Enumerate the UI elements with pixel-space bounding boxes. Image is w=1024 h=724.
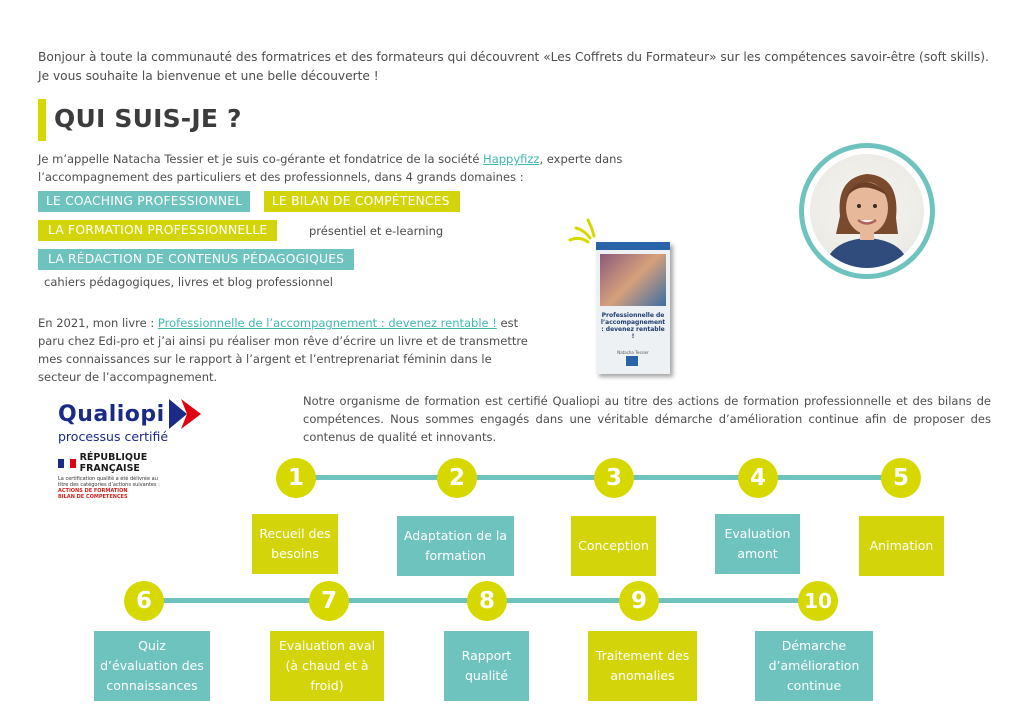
portrait-inner [810, 154, 924, 268]
portrait-photo [799, 143, 935, 279]
book-author: Natacha Tessier [617, 350, 649, 355]
qualiopi-subtitle: processus certifié [58, 429, 169, 444]
book-paragraph: En 2021, mon livre : Professionnelle de … [38, 314, 538, 386]
step-9-circle: 9 [619, 581, 659, 621]
publisher-logo-icon [626, 356, 638, 366]
step-6-circle: 6 [124, 581, 164, 621]
step-6-box: Quiz d’évaluation des connaissances [94, 631, 210, 701]
step-7-box: Evaluation aval (à chaud et à froid) [270, 631, 384, 701]
step-10-box: Démarche d’amélioration continue [755, 631, 873, 701]
step-4-box: Evaluation amont [715, 514, 800, 574]
redaction-note: cahiers pédagogiques, livres et blog pro… [44, 275, 333, 289]
qualiopi-small-text: La certification qualité a été délivrée … [58, 476, 160, 488]
book-top-band [596, 242, 670, 250]
certification-text: Notre organisme de formation est certifi… [303, 394, 991, 444]
marianne-flag-icon [58, 458, 76, 468]
tag-redaction: LA RÉDACTION DE CONTENUS PÉDAGOGIQUES [38, 249, 355, 270]
step-5-circle: 5 [881, 458, 921, 498]
step-2-circle: 2 [437, 458, 477, 498]
tag-formation: LA FORMATION PROFESSIONNELLE [38, 220, 278, 241]
step-8-box: Rapport qualité [444, 631, 529, 701]
step-3-box: Conception [571, 516, 656, 576]
book-text-before: En 2021, mon livre : [38, 316, 158, 330]
book-cover-image [600, 254, 666, 306]
qualiopi-chevron-icon [168, 399, 201, 429]
step-3-circle: 3 [594, 458, 634, 498]
qualiopi-word: Qualiopi [58, 401, 165, 427]
step-10-circle: 10 [798, 581, 838, 621]
tag-bilan: LE BILAN DE COMPÉTENCES [264, 191, 460, 212]
book-title: Professionnelle de l’accompagnement : de… [600, 312, 666, 340]
portrait-figure-icon [824, 174, 910, 268]
bio-text-after: , experte dans l’accompagnement des part… [38, 152, 623, 184]
formation-note: présentiel et e-learning [309, 224, 444, 238]
step-1-circle: 1 [276, 458, 316, 498]
book-cover: Professionnelle de l’accompagnement : de… [596, 242, 670, 374]
book-text-after: est paru chez Edi-pro et j’ai ainsi pu r… [38, 316, 528, 384]
step-5-box: Animation [859, 516, 944, 576]
step-9-box: Traitement des anomalies [588, 631, 697, 701]
republique-text: RÉPUBLIQUE FRANÇAISE [79, 452, 148, 474]
bio-text-before: Je m’appelle Natacha Tessier et je suis … [38, 152, 484, 166]
qualiopi-action2: BILAN DE COMPETENCES [58, 494, 128, 500]
step-8-circle: 8 [467, 581, 507, 621]
happyfizz-link[interactable]: Happyfizz [483, 152, 540, 166]
heading-accent-bar [38, 99, 46, 141]
step-1-box: Recueil des besoins [252, 514, 338, 574]
step-4-circle: 4 [738, 458, 778, 498]
tag-coaching: LE COACHING PROFESSIONNEL [38, 191, 251, 212]
qualiopi-action1: ACTIONS DE FORMATION [58, 488, 128, 494]
sparkle-icon [568, 218, 596, 244]
intro-text: Bonjour à toute la communauté des format… [38, 50, 989, 83]
qualiopi-logo: Qualiopi processus certifié RÉPUBLIQUE F… [58, 397, 208, 500]
book-link[interactable]: Professionnelle de l’accompagnement : de… [157, 316, 497, 330]
step-7-circle: 7 [309, 581, 349, 621]
section-heading: QUI SUIS-JE ? [54, 104, 242, 133]
step-2-box: Adaptation de la formation [397, 516, 514, 576]
bio-paragraph: Je m’appelle Natacha Tessier et je suis … [38, 150, 728, 186]
